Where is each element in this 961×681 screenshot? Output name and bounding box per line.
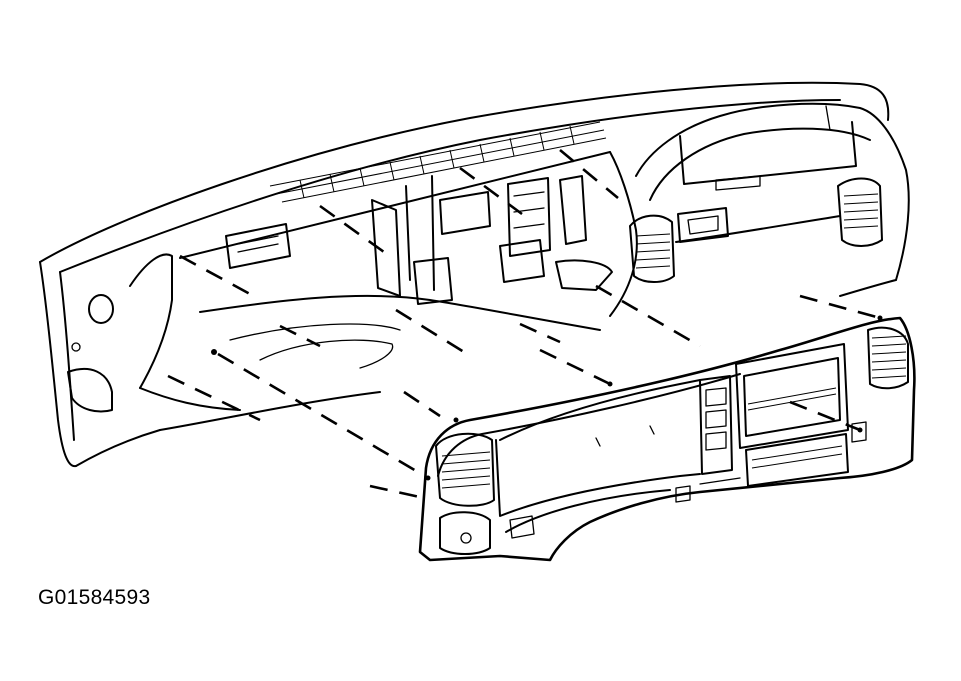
leader-console (395, 308, 465, 354)
leader-upper-center (459, 166, 523, 216)
instrument-panel-carrier (39, 81, 910, 468)
leader-knee (279, 324, 321, 348)
leader-right-vent (799, 294, 881, 320)
leader-right-upper (559, 148, 619, 200)
leader-cluster (539, 348, 611, 386)
bezel-right-vent (867, 326, 909, 390)
defroster-grille (269, 121, 607, 203)
carrier-right-vent (837, 177, 883, 247)
leader-left-fastener (167, 374, 261, 422)
carrier-center-vent (629, 214, 675, 283)
leader-upper-left (179, 254, 251, 296)
leader-center-vent (595, 284, 701, 348)
bezel-left-vent (435, 432, 495, 507)
fastener-marks (211, 315, 883, 481)
instrument-cluster-bezel (418, 316, 916, 562)
leader-lower-mid (403, 390, 441, 418)
leader-upper-mid (319, 204, 385, 254)
leader-switch (519, 322, 561, 344)
leader-left-lower (217, 352, 429, 480)
figure-id-label: G01584593 (38, 586, 151, 609)
leader-bezel-bottom (369, 484, 425, 500)
assembly-leader-lines (167, 148, 881, 500)
leader-center-stack (789, 400, 861, 432)
